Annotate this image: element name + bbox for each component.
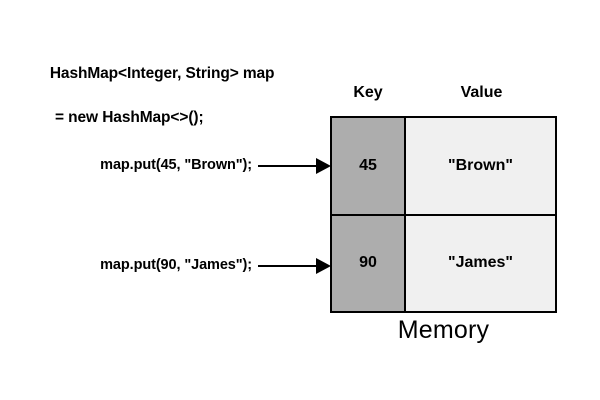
cell-value: "James" [406,215,555,311]
put-statement-1: map.put(90, "James"); [100,257,252,273]
declaration-line-2: = new HashMap<>(); [55,109,204,126]
arrow-shaft [258,165,318,167]
cell-key: 45 [332,118,406,214]
declaration-line-1: HashMap<Integer, String> map [49,65,275,82]
memory-table: 45 "Brown" 90 "James" [330,116,557,313]
arrow-right-icon [258,157,332,175]
hashmap-declaration: HashMap<Integer, String> map = new HashM… [33,41,275,173]
memory-caption: Memory [397,316,490,344]
cell-value: "Brown" [406,118,555,214]
table-row: 45 "Brown" [332,118,555,216]
arrow-right-icon [258,257,332,275]
cell-key: 90 [332,215,406,311]
arrow-head [316,258,331,274]
arrow-head [316,158,331,174]
put-statement-0: map.put(45, "Brown"); [100,157,252,173]
column-header-value: Value [460,84,503,101]
table-row: 90 "James" [332,215,555,311]
column-header-key: Key [353,84,383,101]
arrow-shaft [258,265,318,267]
